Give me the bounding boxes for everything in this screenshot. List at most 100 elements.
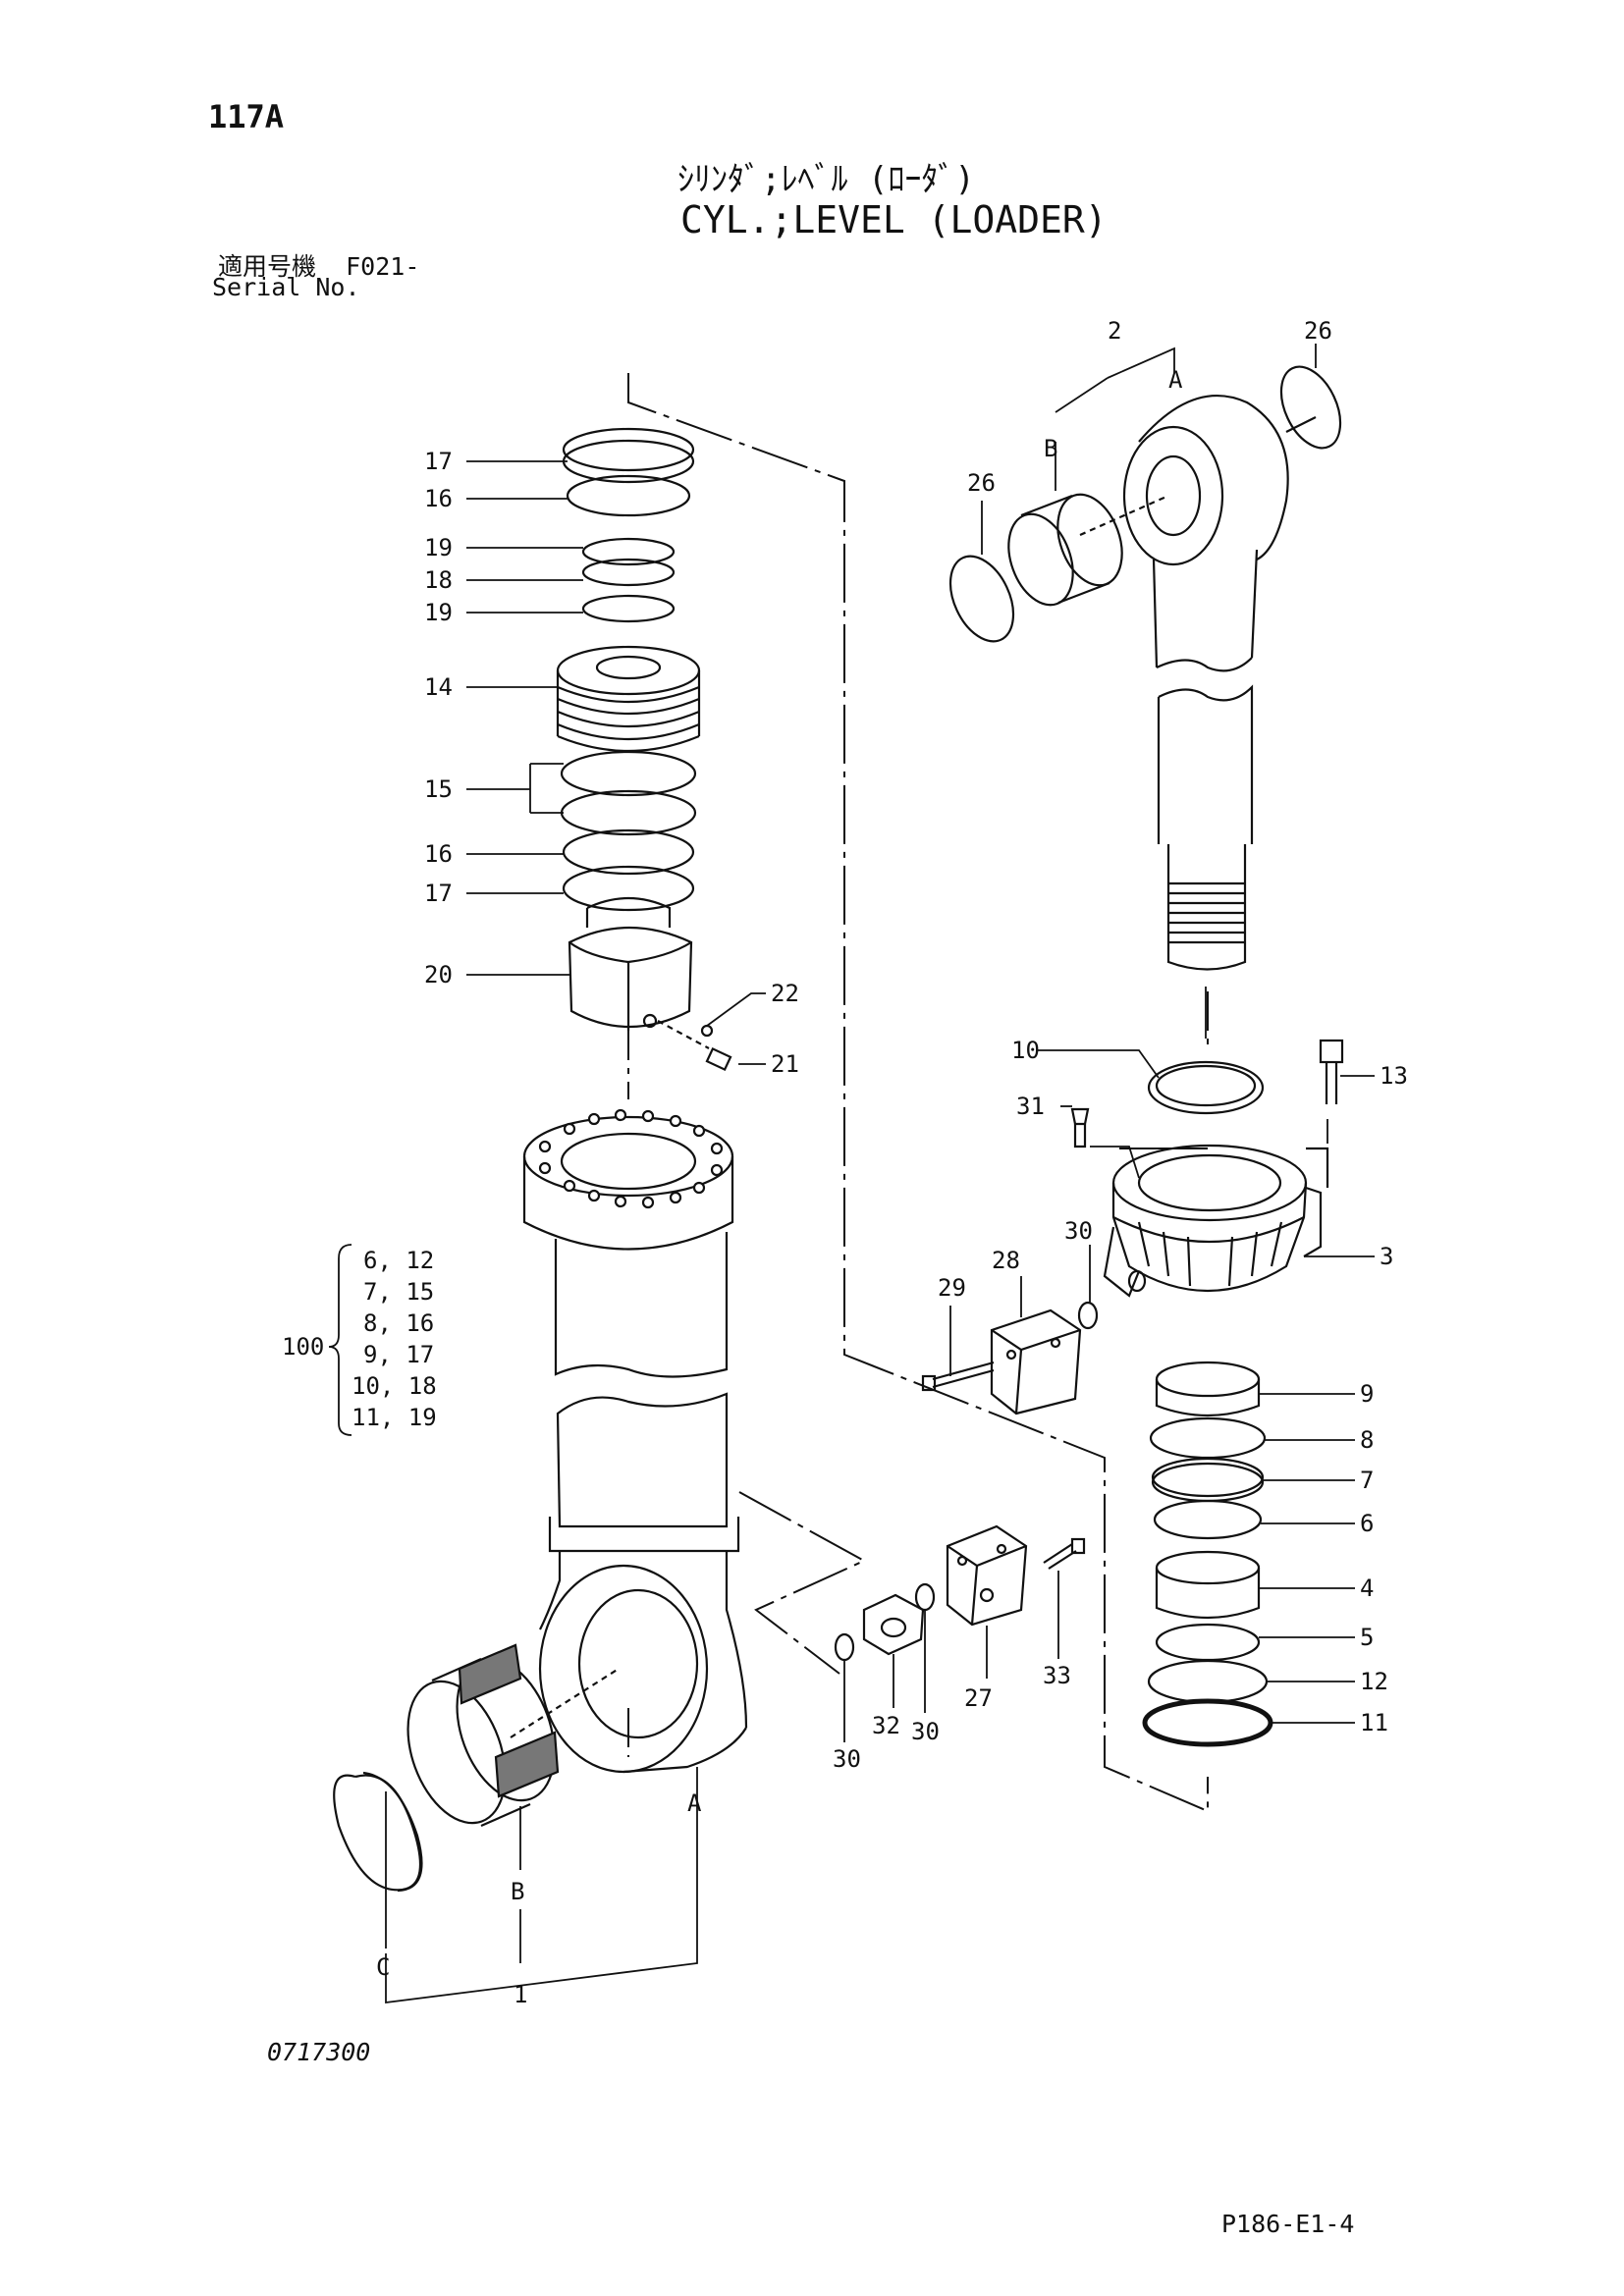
bolt-29 (921, 1361, 995, 1392)
snap-ring-C (333, 1771, 423, 1893)
ring-17-top (562, 427, 695, 472)
kit-row-6: 11, 19 (352, 1404, 437, 1431)
ring-16-top (566, 474, 691, 517)
o-ring-26-left (948, 555, 1015, 643)
callout-letter-B-bottom: B (511, 1878, 524, 1905)
cylinder-body-1 (510, 1392, 748, 1774)
callout-6: 6 (1360, 1510, 1374, 1537)
kit-row-3: 8, 16 (363, 1309, 434, 1337)
grease-fitting-31 (1070, 1107, 1090, 1148)
title-japanese: ｼﾘﾝﾀﾞ;ﾚﾍﾞﾙ (ﾛｰﾀﾞ) (677, 160, 975, 199)
rod-cover-3 (1103, 1144, 1329, 1298)
kit-row-2: 7, 15 (363, 1278, 434, 1306)
ring-6 (1153, 1499, 1263, 1540)
callout-letter-B-top: B (1044, 435, 1057, 462)
callout-1: 1 (514, 1981, 527, 2008)
callout-11: 11 (1360, 1709, 1388, 1736)
callout-letter-A-bottom: A (687, 1789, 702, 1817)
callout-16b: 16 (424, 840, 453, 868)
leader-lines (385, 344, 1375, 2004)
callout-19a: 19 (424, 534, 453, 561)
rod-seal-stack (1142, 1361, 1273, 1747)
bushing-rod-B (1007, 493, 1123, 607)
callout-30b: 30 (911, 1718, 940, 1745)
block-28 (990, 1308, 1082, 1415)
callout-7: 7 (1360, 1467, 1374, 1494)
callout-2: 2 (1108, 317, 1121, 345)
title-english: CYL.;LEVEL (LOADER) (680, 198, 1108, 241)
ring-11 (1142, 1698, 1273, 1747)
kit-row-4: 9, 17 (363, 1341, 434, 1368)
piston-seal-stack (556, 427, 732, 1072)
bushing-B (406, 1643, 560, 1828)
callout-21: 21 (771, 1050, 799, 1078)
callout-15: 15 (424, 775, 453, 803)
kit-row-1: 6, 12 (363, 1247, 434, 1274)
callout-31: 31 (1016, 1093, 1045, 1120)
o-ring-30-left (834, 1632, 855, 1662)
callout-17b: 17 (424, 880, 453, 907)
callout-9: 9 (1360, 1380, 1374, 1408)
callout-29: 29 (938, 1274, 966, 1302)
kit-row-5: 10, 18 (352, 1372, 437, 1400)
callout-13: 13 (1380, 1062, 1408, 1090)
ring-15-b (560, 789, 697, 836)
callout-26b: 26 (967, 469, 996, 497)
callout-5: 5 (1360, 1624, 1374, 1651)
assembly-lines (627, 373, 1209, 1813)
callout-letter-A-top: A (1168, 366, 1183, 394)
ring-19-bottom (581, 594, 676, 623)
bolt-33 (1043, 1537, 1086, 1570)
ring-17-bottom (562, 865, 695, 912)
serial-line: 適用号機 F021- (218, 247, 419, 283)
flange-32 (862, 1593, 925, 1656)
callout-labels: 17 16 19 18 19 14 15 16 17 20 22 21 10 1… (282, 317, 1408, 2008)
ring-18 (581, 558, 676, 587)
o-ring-30-top (1077, 1301, 1099, 1330)
callout-20: 20 (424, 961, 453, 988)
nut-20 (568, 896, 693, 1031)
kit-brace (328, 1244, 352, 1436)
callout-16a: 16 (424, 485, 453, 512)
o-ring-26-right (1279, 365, 1342, 450)
cylinder-tube (522, 1108, 734, 1378)
callout-10: 10 (1011, 1037, 1040, 1064)
callout-22: 22 (771, 980, 799, 1007)
drawing-number: 0717300 (267, 2038, 371, 2066)
ring-9 (1155, 1361, 1261, 1398)
ring-16-bottom (562, 828, 695, 876)
callout-28: 28 (992, 1247, 1020, 1274)
ring-5 (1155, 1623, 1261, 1662)
callout-17a: 17 (424, 448, 453, 475)
bushing-4 (1155, 1550, 1261, 1585)
o-ring-30-mid (914, 1582, 936, 1612)
ring-8 (1149, 1416, 1267, 1460)
page-number: 117A (208, 98, 285, 135)
ring-7 (1151, 1457, 1265, 1498)
callout-30a: 30 (1064, 1217, 1093, 1245)
ring-15-a (560, 750, 697, 797)
bolt-13 (1319, 1039, 1344, 1104)
callout-27: 27 (964, 1684, 993, 1712)
serial-label-en: Serial No. (212, 273, 360, 301)
callout-32: 32 (872, 1712, 900, 1739)
callout-letter-C: C (376, 1953, 390, 1981)
kit-number: 100 (282, 1333, 324, 1361)
callout-3: 3 (1380, 1243, 1393, 1270)
callout-26a: 26 (1304, 317, 1332, 345)
rod-eye-A (1079, 395, 1317, 971)
callout-33: 33 (1043, 1662, 1071, 1689)
block-27 (946, 1524, 1028, 1627)
callout-18: 18 (424, 566, 453, 594)
page-reference: P186-E1-4 (1221, 2210, 1355, 2238)
callout-4: 4 (1360, 1575, 1374, 1602)
callout-8: 8 (1360, 1426, 1374, 1454)
ball-22 (700, 1024, 714, 1038)
ring-12 (1147, 1659, 1269, 1704)
callout-30c: 30 (833, 1745, 861, 1773)
callout-12: 12 (1360, 1668, 1388, 1695)
ring-10 (1147, 1060, 1265, 1115)
set-screw-21 (657, 1020, 732, 1072)
piston-14 (556, 645, 701, 753)
